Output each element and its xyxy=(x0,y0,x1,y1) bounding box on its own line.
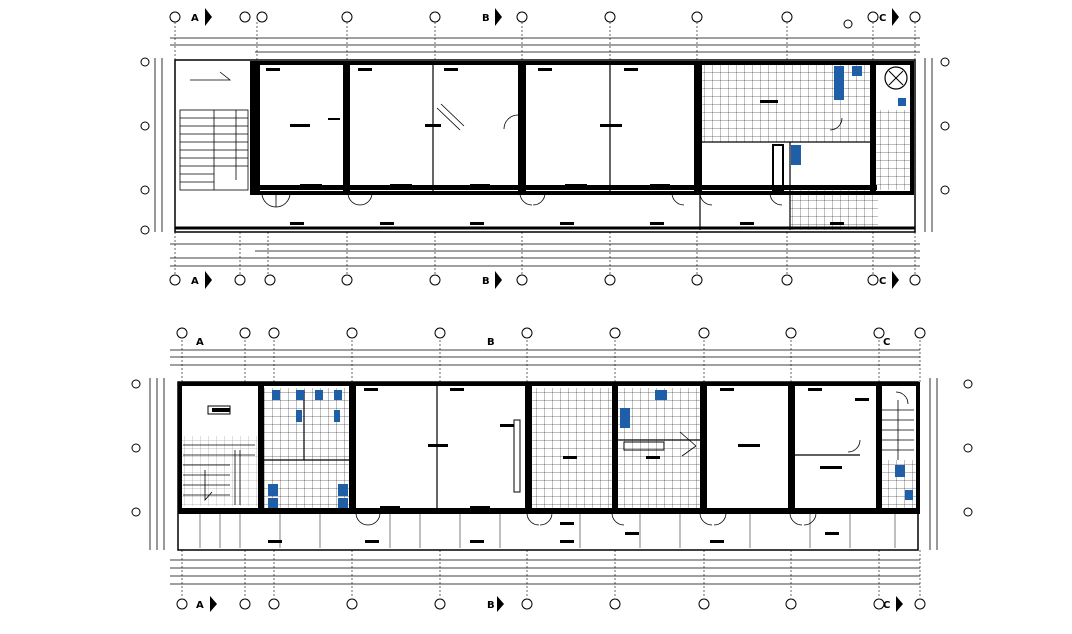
lower-grid-label-top-0: A xyxy=(196,337,204,348)
lower-stair-icon xyxy=(183,444,255,505)
lower-section-arrow-icons xyxy=(210,596,903,612)
lower-dimension-lines-bottom xyxy=(170,559,920,585)
upper-dimension-lines-side xyxy=(154,58,933,232)
lower-tile-zone-hall xyxy=(530,388,616,510)
upper-grid-lines xyxy=(174,22,916,275)
upper-floor-plan: A B C A B C xyxy=(140,8,950,289)
upper-grid-bubbles-bottom xyxy=(169,274,921,286)
upper-dimension-lines-bottom xyxy=(170,243,920,267)
upper-partition-lines xyxy=(432,63,875,230)
upper-room-label-marks xyxy=(266,68,844,225)
lower-stair-right-icon xyxy=(882,391,914,460)
upper-grid-label-top-0: A xyxy=(191,13,199,24)
lower-stair-landing xyxy=(182,436,258,506)
lower-grid-label-bottom-0: A xyxy=(196,600,204,611)
lower-grid-lines xyxy=(181,340,921,598)
lower-grid-bubbles-top xyxy=(176,327,926,339)
lower-room-label-marks xyxy=(212,388,869,543)
upper-tile-zone-stair-landing xyxy=(875,110,915,190)
lower-grid-label-bottom-2: C xyxy=(883,600,890,611)
upper-door-swing-icons xyxy=(261,103,843,208)
upper-grid-bubbles-side xyxy=(140,57,950,235)
lower-dimension-lines-side xyxy=(149,378,938,550)
lower-corridor-hatch xyxy=(199,513,896,548)
lower-grid-label-top-1: B xyxy=(487,337,495,348)
upper-grid-bubbles-top xyxy=(169,11,921,29)
lower-grid-label-bottom-1: B xyxy=(487,600,495,611)
lower-partition-lines xyxy=(262,384,860,512)
lower-toilet-fixture-icons xyxy=(268,390,913,508)
upper-grid-label-top-2: C xyxy=(879,13,886,24)
lower-grid-label-top-2: C xyxy=(883,337,890,348)
upper-grid-label-bottom-0: A xyxy=(191,276,199,287)
upper-grid-label-bottom-2: C xyxy=(879,276,886,287)
upper-toilet-fixture-icons xyxy=(772,66,908,191)
upper-interior-walls xyxy=(252,63,877,193)
upper-tile-zone-wet-area xyxy=(700,64,875,142)
lower-dimension-lines-top xyxy=(170,349,920,366)
upper-grid-label-top-1: B xyxy=(482,13,490,24)
upper-grid-label-bottom-1: B xyxy=(482,276,490,287)
lower-floor-plan: A B C A B C xyxy=(131,327,973,612)
upper-stair-icon xyxy=(179,71,249,191)
lower-grid-bubbles-side xyxy=(131,379,973,517)
lower-grid-bubbles-bottom xyxy=(176,598,926,610)
lower-interior-walls xyxy=(180,384,918,513)
upper-section-arrow-icons xyxy=(205,8,899,289)
lower-tile-zone-kitchen xyxy=(616,388,702,510)
upper-dimension-lines-top xyxy=(170,37,920,53)
lower-door-swing-icons xyxy=(355,431,861,526)
